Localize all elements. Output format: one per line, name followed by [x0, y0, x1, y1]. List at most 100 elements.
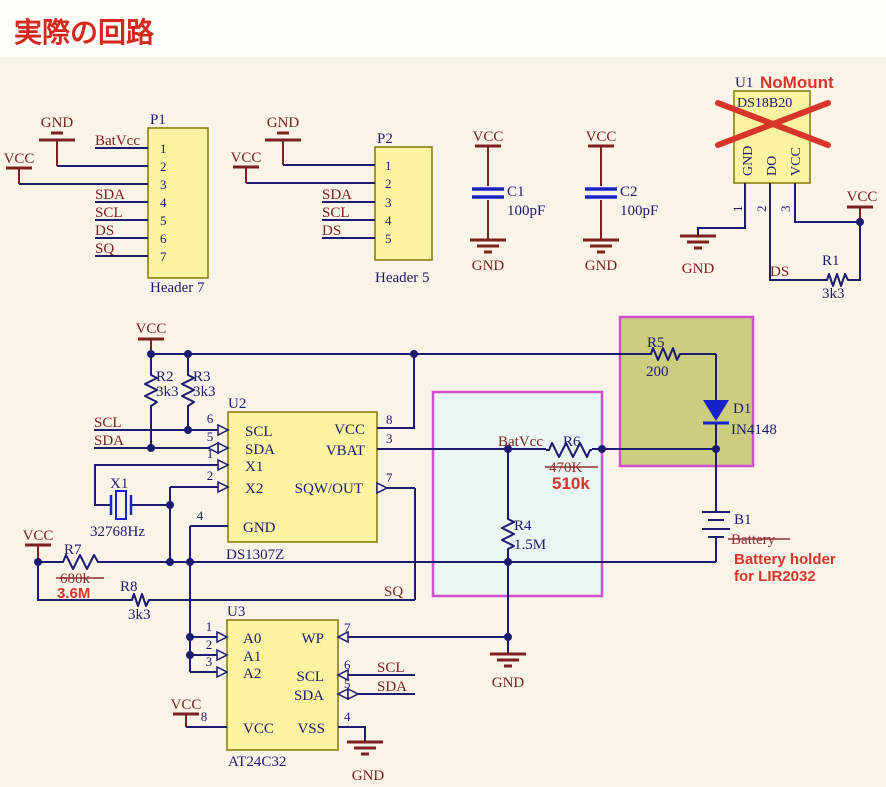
u2-pin-label-vbat: VBAT	[326, 443, 365, 459]
u1-pin-label-do: DO	[765, 156, 780, 176]
p1-net-sda: SDA	[95, 187, 125, 203]
b1-old-value: Battery	[731, 532, 776, 548]
u1-vcc-label: VCC	[847, 189, 878, 205]
r2-resistor-symbol	[144, 372, 158, 410]
r1-value: 3k3	[822, 286, 845, 302]
c2-ref: C2	[620, 184, 638, 200]
p2-pin-2: 2	[385, 176, 392, 191]
u3-pin-4: 4	[344, 709, 351, 724]
c2-value: 100pF	[620, 203, 658, 219]
gnd-symbol-c2	[583, 238, 619, 254]
p2-pin-5: 5	[385, 231, 392, 246]
u3-pin-3: 3	[206, 654, 213, 669]
center-gnd-label: GND	[492, 675, 525, 691]
i2c-bus-wires	[94, 429, 228, 449]
u1-nomount-cross	[715, 100, 831, 148]
p2-net-ds: DS	[322, 223, 341, 239]
r3-resistor-symbol	[181, 372, 195, 410]
mid-vcc-label: VCC	[136, 321, 167, 337]
r3-ref: R3	[193, 369, 211, 385]
u3-pin-arrows	[216, 630, 360, 701]
u3-pin-label-a1: A1	[243, 649, 261, 665]
u3-pin-label-wp: WP	[302, 631, 325, 647]
p2-connector-body	[374, 146, 433, 261]
x1-value: 32768Hz	[90, 524, 145, 540]
u2-pin-label-vcc: VCC	[334, 422, 365, 438]
b1-ref: B1	[734, 512, 752, 528]
gnd-symbol-u3	[347, 740, 383, 756]
u3-left-wires	[185, 562, 227, 728]
c2-vcc-label: VCC	[586, 129, 617, 145]
r6-old-value: 470K	[549, 460, 583, 476]
b1-battery-symbol	[702, 511, 730, 538]
c1-value: 100pF	[507, 203, 545, 219]
u2-pin-label-sqw: SQW/OUT	[295, 481, 363, 497]
c1-gnd-label: GND	[472, 258, 505, 274]
u2-pin-3: 3	[386, 431, 393, 446]
u2-part: DS1307Z	[226, 547, 284, 563]
u2-pin-label-gnd: GND	[243, 520, 276, 536]
r7-old-value: 680k	[60, 571, 91, 587]
c1-capacitor-symbol	[472, 187, 504, 199]
u2-pin-label-x1: X1	[245, 459, 263, 475]
u1-pin-2: 2	[754, 206, 769, 213]
highlight-box-charge-path	[618, 315, 755, 468]
junction-dots	[34, 218, 864, 659]
r6-resistor-symbol	[546, 442, 592, 458]
r3-value: 3k3	[193, 384, 216, 400]
u3-ref: U3	[227, 604, 245, 620]
r6-new-value: 510k	[552, 474, 590, 493]
u3-pin-7: 7	[344, 620, 351, 635]
p2-net-scl: SCL	[322, 205, 350, 221]
c1-vcc-label: VCC	[473, 129, 504, 145]
d1-diode-symbol	[703, 400, 729, 425]
d1-value: IN4148	[731, 422, 777, 438]
p1-net-ds: DS	[95, 223, 114, 239]
r4-value: 1.5M	[514, 537, 546, 553]
page-title: 実際の回路	[14, 16, 155, 48]
u3-part: AT24C32	[228, 754, 286, 770]
u3-pin-label-a0: A0	[243, 631, 261, 647]
r5-value: 200	[646, 364, 669, 380]
p1-pin-6: 6	[160, 231, 167, 246]
p1-connector-body	[147, 127, 209, 279]
u3-net-sda: SDA	[377, 679, 407, 695]
r5-ref: R5	[647, 335, 665, 351]
u3-pin-5: 5	[344, 676, 351, 691]
p1-net-batvcc: BatVcc	[95, 133, 140, 149]
net-batvcc-label: BatVcc	[498, 434, 543, 450]
u3-pin-label-scl: SCL	[296, 669, 324, 685]
u2-chip-body	[227, 411, 378, 543]
u3-net-scl: SCL	[377, 660, 405, 676]
r7-resistor-symbol	[60, 554, 104, 570]
u3-pin-2: 2	[206, 637, 213, 652]
p1-pin-1: 1	[160, 141, 167, 156]
p1-ref: P1	[150, 112, 166, 128]
gnd-symbol-c1	[470, 238, 506, 254]
c1-ref: C1	[507, 184, 525, 200]
u3-gnd-label: GND	[352, 768, 385, 784]
u1-pin-label-vcc: VCC	[789, 147, 804, 176]
p2-pin-1: 1	[385, 158, 392, 173]
u1-pin-1: 1	[730, 206, 745, 213]
p1-pin-2: 2	[160, 159, 167, 174]
c2-gnd-label: GND	[585, 258, 618, 274]
u2-left-wires	[94, 464, 228, 562]
p1-pin-4: 4	[160, 195, 167, 210]
u1-pin-3: 3	[778, 206, 793, 213]
u2-ref: U2	[228, 396, 246, 412]
u2-pin-label-sda: SDA	[245, 442, 275, 458]
gnd-symbol-u1	[680, 234, 716, 250]
u2-pin-8: 8	[386, 412, 393, 427]
r8-value: 3k3	[128, 607, 151, 623]
r8-ref: R8	[120, 579, 138, 595]
u3-right-wires	[338, 636, 508, 742]
r7-new-value: 3.6M	[57, 585, 90, 602]
u1-pin-label-gnd: GND	[741, 146, 756, 176]
p2-wires	[245, 141, 375, 239]
u2-right-wires	[377, 354, 716, 600]
p2-footprint: Header 5	[375, 270, 430, 286]
p2-ref: P2	[377, 131, 393, 147]
p2-pin-3: 3	[385, 195, 392, 210]
